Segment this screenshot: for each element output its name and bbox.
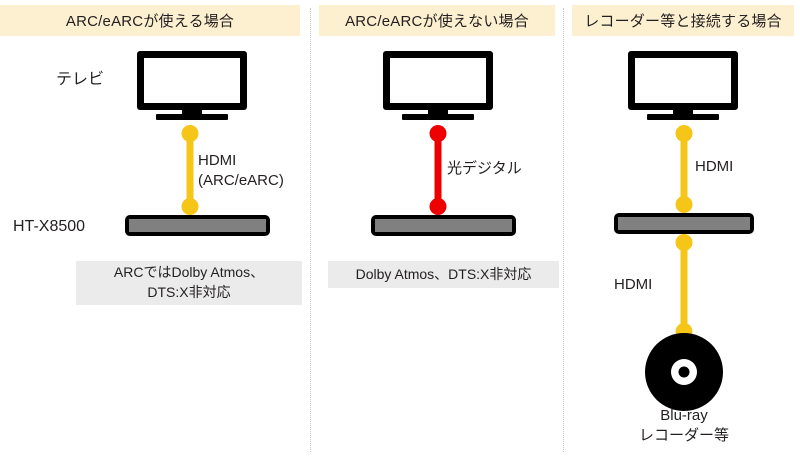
soundbar-face: [618, 217, 750, 230]
soundbar-face: [375, 219, 512, 232]
soundbar-face: [129, 219, 266, 232]
cable-plug-top: [429, 125, 446, 142]
note-box-arc-limitation: ARCではDolby Atmos、 DTS:X非対応: [76, 261, 302, 305]
optical-cable-tv-to-soundbar: [429, 125, 446, 215]
cable-plug-top: [675, 234, 692, 251]
tv-screen: [137, 51, 247, 110]
cable-plug-top: [675, 125, 692, 142]
column-header-banner: ARC/eARCが使える場合: [0, 5, 300, 36]
tv-stand-base: [156, 114, 228, 120]
note-box-no-atmos: Dolby Atmos、DTS:X非対応: [328, 261, 559, 288]
cable-plug-top: [181, 125, 198, 142]
soundbar: [371, 215, 516, 236]
tv-stand-base: [647, 114, 719, 120]
cable-line: [434, 129, 441, 211]
column-header-banner: ARC/eARCが使えない場合: [319, 5, 555, 36]
tv-stand-neck: [673, 109, 693, 116]
column-header-text: レコーダー等と接続する場合: [584, 13, 782, 30]
bluray-recorder-label-text: Blu-ray レコーダー等: [638, 407, 729, 445]
hdmi-cable-tv-to-soundbar: [181, 125, 198, 215]
tv-screen: [383, 51, 493, 110]
bluray-recorder-label: Blu-ray レコーダー等: [614, 406, 754, 447]
column-header-text: ARC/eARCが使えない場合: [345, 13, 529, 30]
cable-plug-bottom: [429, 198, 446, 215]
tv-screen: [628, 51, 738, 110]
cable-plug-bottom: [181, 198, 198, 215]
tv-icon: [137, 51, 247, 120]
cable-line: [680, 129, 687, 209]
hdmi-cable-label-top: HDMI: [695, 158, 734, 175]
bluray-recorder-icon: [645, 333, 723, 411]
cable-plug-bottom: [675, 196, 692, 213]
column-divider-1: [310, 8, 311, 452]
column-arc-earc-available: ARC/eARCが使える場合 テレビ HDMI (ARC/eARC) HT-X8…: [0, 0, 310, 460]
note-text: Dolby Atmos、DTS:X非対応: [355, 265, 532, 282]
tv-stand-neck: [428, 109, 448, 116]
column-recorder-connection: レコーダー等と接続する場合 HDMI HDMI Blu-ray レコーダー等: [564, 0, 800, 460]
tv-icon: [628, 51, 738, 120]
hdmi-cable-tv-to-soundbar: [675, 125, 692, 213]
column-arc-earc-unavailable: ARC/eARCが使えない場合 光デジタル Dolby Atmos、DTS:X非…: [311, 0, 563, 460]
tv-stand-neck: [182, 109, 202, 116]
disc-hole: [678, 366, 690, 378]
cable-line: [186, 129, 193, 211]
hdmi-cable-label: HDMI (ARC/eARC): [198, 151, 284, 192]
soundbar: [614, 213, 754, 234]
tv-stand-base: [402, 114, 474, 120]
column-divider-2: [563, 8, 564, 452]
tv-icon: [383, 51, 493, 120]
soundbar-label: HT-X8500: [13, 218, 86, 235]
soundbar-ht-x8500: [125, 215, 270, 236]
hdmi-cable-label-bottom: HDMI: [614, 276, 653, 293]
cable-line: [680, 238, 687, 336]
note-text: ARCではDolby Atmos、 DTS:X非対応: [113, 264, 265, 300]
optical-cable-label: 光デジタル: [447, 160, 522, 177]
column-header-text: ARC/eARCが使える場合: [65, 13, 235, 30]
hdmi-cable-label-text: HDMI (ARC/eARC): [198, 152, 284, 190]
tv-label: テレビ: [56, 71, 105, 88]
hdmi-cable-soundbar-to-recorder: [675, 234, 692, 340]
column-header-banner: レコーダー等と接続する場合: [572, 5, 794, 36]
